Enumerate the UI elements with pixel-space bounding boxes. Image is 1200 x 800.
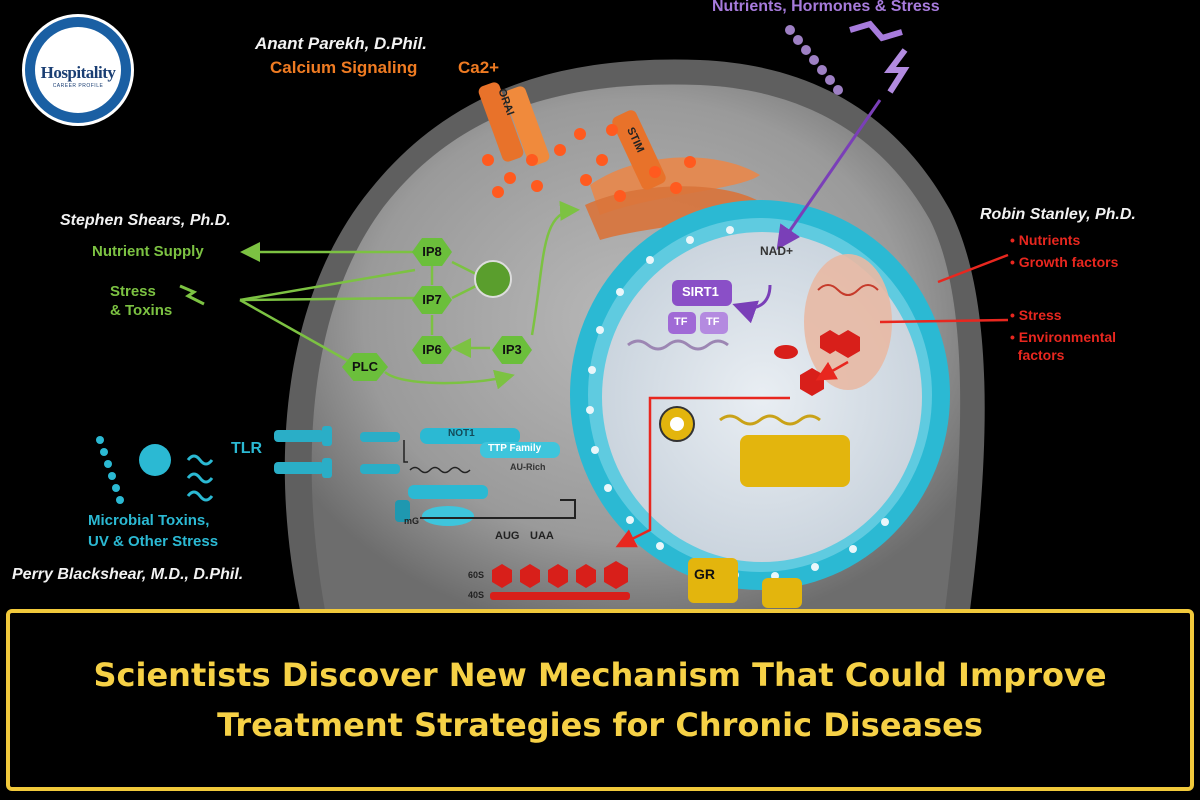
- factors-item: factors: [1010, 347, 1064, 363]
- gr-complex: [740, 435, 850, 487]
- au-rich-label: AU-Rich: [510, 462, 546, 472]
- nad-label: NAD+: [760, 244, 793, 258]
- logo-text: Hospitality: [35, 63, 121, 83]
- parekh-name: Anant Parekh, D.Phil.: [255, 34, 427, 54]
- growth-factors-item: • Growth factors: [1010, 254, 1118, 270]
- aug-label: AUG: [495, 530, 519, 542]
- uaa-label: UAA: [530, 530, 554, 542]
- stress-item: • Stress: [1010, 307, 1062, 323]
- nutrients-item: • Nutrients: [1010, 232, 1080, 248]
- 60s-label: 60S: [468, 570, 484, 580]
- 40s-label: 40S: [468, 590, 484, 600]
- article-headline: Scientists Discover New Mechanism That C…: [40, 650, 1160, 750]
- blackshear-name: Perry Blackshear, M.D., D.Phil.: [12, 566, 243, 584]
- tf-label-2: TF: [706, 316, 719, 328]
- stanley-name: Robin Stanley, Ph.D.: [980, 206, 1136, 224]
- tlr-label: TLR: [231, 440, 262, 458]
- ip-enzyme-icon: [475, 261, 511, 297]
- ttp-family-label: TTP Family: [488, 443, 541, 454]
- mg-cap-label: mG: [404, 516, 419, 526]
- stress-bolt-icon: [180, 286, 204, 304]
- headline-banner: Scientists Discover New Mechanism That C…: [6, 609, 1194, 791]
- organelle: [804, 254, 892, 390]
- logo-subtext: CAREER PROFILE: [35, 83, 121, 89]
- nutrient-supply-label: Nutrient Supply: [92, 243, 204, 260]
- calcium-ion-label: Ca2+: [458, 58, 499, 78]
- environmental-item: • Environmental: [1010, 329, 1116, 345]
- tf-label-1: TF: [674, 316, 687, 328]
- parekh-topic: Calcium Signaling: [270, 58, 417, 78]
- shears-name: Stephen Shears, Ph.D.: [60, 212, 231, 230]
- uv-stress-label: UV & Other Stress: [88, 533, 218, 550]
- microbial-toxins-label: Microbial Toxins,: [88, 512, 209, 529]
- toxins-label: & Toxins: [110, 302, 172, 319]
- gr-label: GR: [694, 566, 715, 582]
- not1-label: NOT1: [448, 428, 475, 439]
- logo-badge: Hospitality CAREER PROFILE: [35, 27, 121, 113]
- stress-label: Stress: [110, 283, 156, 300]
- nutrients-hormones-label: Nutrients, Hormones & Stress: [712, 0, 940, 16]
- hospitality-logo: Hospitality CAREER PROFILE: [22, 14, 134, 126]
- microbial-toxin-icons: [96, 436, 212, 504]
- sirt1-label: SIRT1: [682, 284, 719, 299]
